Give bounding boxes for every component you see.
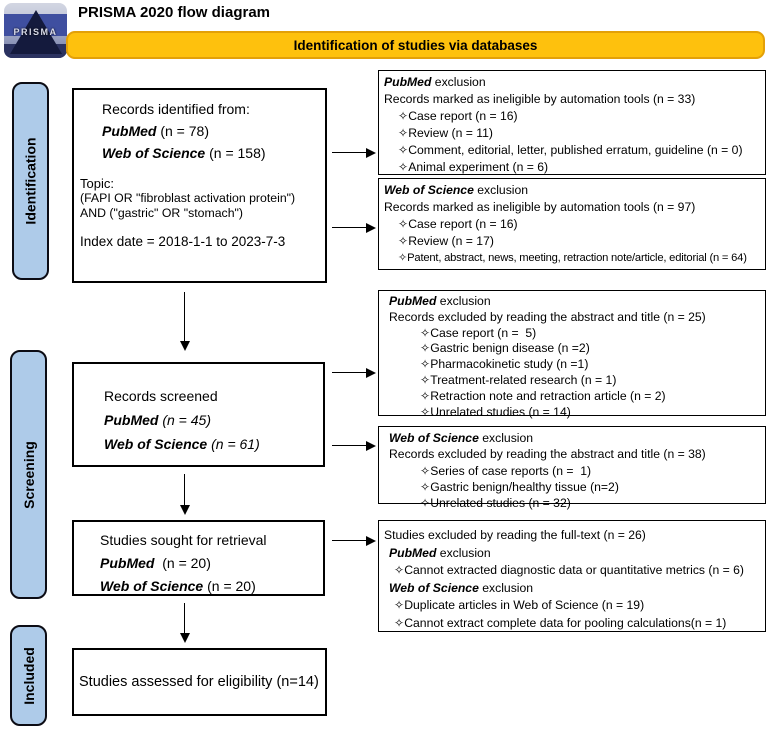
exclusion-item: ✧Comment, editorial, letter, published e… bbox=[398, 143, 743, 157]
arrow-identified-to-screened bbox=[179, 292, 190, 351]
exclusion-item: ✧Review (n = 17) bbox=[398, 234, 494, 248]
topic-query-line1: (FAPI OR "fibroblast activation protein"… bbox=[80, 191, 296, 205]
records-screened-wos: Web of Science (n = 61) bbox=[104, 436, 260, 452]
exclusion-reason: Records excluded by reading the abstract… bbox=[389, 309, 706, 324]
exclusion-item: ✧Series of case reports (n = 1) bbox=[420, 463, 592, 478]
exclusion-header: PubMed exclusion bbox=[389, 294, 491, 308]
exclusion-item: ✧Patent, abstract, news, meeting, retrac… bbox=[398, 252, 747, 264]
exclusion-item: ✧Cannot extracted diagnostic data or qua… bbox=[394, 563, 744, 578]
exclusion-reason: Records excluded by reading the abstract… bbox=[389, 447, 706, 462]
page-title: PRISMA 2020 flow diagram bbox=[78, 4, 270, 21]
fulltext-title: Studies excluded by reading the full-tex… bbox=[384, 528, 646, 542]
exclusion-reason: Records marked as ineligible by automati… bbox=[384, 200, 696, 214]
exclusion-item: ✧Pharmacokinetic study (n =1) bbox=[420, 357, 589, 372]
topic-query-line2: AND ("gastric" OR "stomach") bbox=[80, 206, 243, 220]
exclusion-item: ✧Cannot extract complete data for poolin… bbox=[394, 615, 727, 630]
retrieval-wos: Web of Science (n = 20) bbox=[100, 578, 256, 594]
exclusion-item: ✧Unrelated studies (n = 14) bbox=[420, 404, 571, 419]
exclusion-item: ✧Case report (n = 16) bbox=[398, 109, 518, 123]
exclusion-item: ✧Treatment-related research (n = 1) bbox=[420, 372, 617, 387]
records-identified-heading: Records identified from: bbox=[102, 101, 250, 117]
box-records-screened: Records screened PubMed (n = 45) Web of … bbox=[72, 362, 325, 467]
exclusion-header: Web of Science exclusion bbox=[389, 431, 534, 445]
exclusion-header: Web of Science exclusion bbox=[384, 183, 529, 197]
records-identified-pubmed: PubMed (n = 78) bbox=[102, 123, 209, 139]
stage-identification: Identification bbox=[12, 82, 49, 280]
stage-included-label: Included bbox=[20, 646, 37, 705]
prisma-logo: PRISMA bbox=[4, 3, 67, 58]
banner-identification-via-databases: Identification of studies via databases bbox=[66, 31, 765, 59]
arrow-retrieval-to-fulltext-exclusion bbox=[332, 535, 376, 546]
eligibility-text: Studies assessed for eligibility (n=14) bbox=[79, 674, 319, 690]
stage-included: Included bbox=[10, 625, 47, 726]
exclusion-item: ✧Duplicate articles in Web of Science (n… bbox=[394, 598, 645, 613]
arrow-identified-to-pubmed-exclusion bbox=[332, 147, 376, 158]
arrow-screened-to-pubmed-exclusion bbox=[332, 367, 376, 378]
box-records-identified: Records identified from: PubMed (n = 78)… bbox=[72, 88, 327, 283]
retrieval-pubmed: PubMed (n = 20) bbox=[100, 555, 211, 571]
fulltext-pubmed-header: PubMed exclusion bbox=[389, 545, 491, 560]
exclusion-item: ✧Review (n = 11) bbox=[398, 126, 493, 140]
arrow-identified-to-wos-exclusion bbox=[332, 222, 376, 233]
stage-screening-label: Screening bbox=[20, 440, 37, 509]
exclusion-item: ✧Unrelated studies (n = 32) bbox=[420, 496, 571, 511]
retrieval-heading: Studies sought for retrieval bbox=[100, 532, 267, 548]
exclusion-header: PubMed exclusion bbox=[384, 75, 486, 89]
prisma-pyramid-icon bbox=[9, 10, 62, 54]
arrow-screened-to-retrieval bbox=[179, 474, 190, 515]
stage-screening: Screening bbox=[10, 350, 47, 599]
box-studies-sought-retrieval: Studies sought for retrieval PubMed (n =… bbox=[72, 520, 325, 596]
records-screened-heading: Records screened bbox=[104, 388, 218, 404]
box-pubmed-automation-exclusion: PubMed exclusion Records marked as ineli… bbox=[378, 70, 766, 175]
fulltext-wos-header: Web of Science exclusion bbox=[389, 580, 534, 595]
records-screened-pubmed: PubMed (n = 45) bbox=[104, 412, 211, 428]
box-pubmed-abstract-title-exclusion: PubMed exclusion Records excluded by rea… bbox=[378, 290, 766, 419]
arrow-retrieval-to-eligibility bbox=[179, 603, 190, 643]
stage-identification-label: Identification bbox=[22, 137, 39, 225]
exclusion-reason: Records marked as ineligible by automati… bbox=[384, 92, 696, 106]
exclusion-item: ✧Gastric benign/healthy tissue (n=2) bbox=[420, 479, 619, 494]
topic-label: Topic: bbox=[80, 176, 114, 191]
exclusion-item: ✧Animal experiment (n = 6) bbox=[398, 160, 549, 174]
box-wos-automation-exclusion: Web of Science exclusion Records marked … bbox=[378, 178, 766, 270]
exclusion-item: ✧Gastric benign disease (n =2) bbox=[420, 341, 590, 356]
box-studies-assessed-eligibility: Studies assessed for eligibility (n=14) bbox=[72, 648, 327, 716]
box-wos-abstract-title-exclusion: Web of Science exclusion Records exclude… bbox=[378, 426, 766, 510]
records-identified-wos: Web of Science (n = 158) bbox=[102, 145, 266, 161]
exclusion-item: ✧Retraction note and retraction article … bbox=[420, 388, 666, 403]
index-date: Index date = 2018-1-1 to 2023-7-3 bbox=[80, 234, 286, 249]
prisma-logo-text: PRISMA bbox=[13, 27, 58, 37]
box-fulltext-exclusion: Studies excluded by reading the full-tex… bbox=[378, 520, 766, 632]
exclusion-item: ✧Case report (n = 16) bbox=[398, 217, 518, 231]
arrow-screened-to-wos-exclusion bbox=[332, 440, 376, 451]
banner-label: Identification of studies via databases bbox=[293, 37, 538, 53]
exclusion-item: ✧Case report (n = 5) bbox=[420, 325, 537, 340]
